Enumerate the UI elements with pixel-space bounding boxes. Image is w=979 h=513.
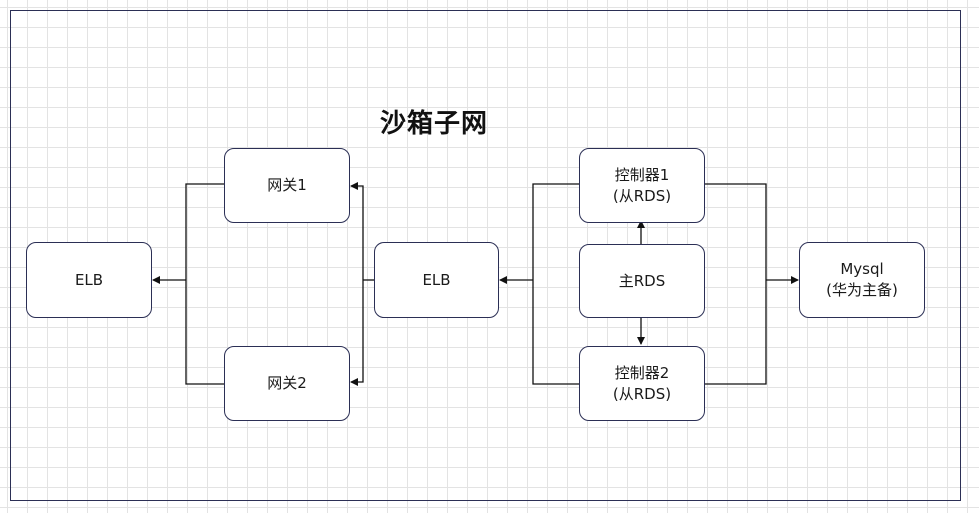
connector-gateway1-to-elb-left bbox=[185, 183, 224, 280]
connector-gateway2-to-elb-left bbox=[185, 280, 224, 385]
connector-controller1-to-elb bbox=[532, 183, 579, 280]
controller-1-node: 控制器1 (从RDS) bbox=[579, 148, 705, 223]
diagram-frame bbox=[10, 10, 961, 501]
arrow-to-gateway-1 bbox=[350, 182, 364, 280]
main-rds-node: 主RDS bbox=[579, 244, 705, 318]
elb-center-node: ELB bbox=[374, 242, 499, 318]
connector-controller1-to-mysql bbox=[705, 183, 767, 280]
connector-controller2-to-mysql bbox=[705, 280, 767, 385]
controller-2-node: 控制器2 (从RDS) bbox=[579, 346, 705, 421]
arrow-to-gateway-2 bbox=[350, 280, 364, 386]
elb-left-node: ELB bbox=[26, 242, 152, 318]
gateway-2-node: 网关2 bbox=[224, 346, 350, 421]
connector-controller2-to-elb bbox=[532, 280, 579, 385]
gateway-1-node: 网关1 bbox=[224, 148, 350, 223]
mysql-node: Mysql (华为主备) bbox=[799, 242, 925, 318]
diagram-title: 沙箱子网 bbox=[380, 109, 489, 139]
